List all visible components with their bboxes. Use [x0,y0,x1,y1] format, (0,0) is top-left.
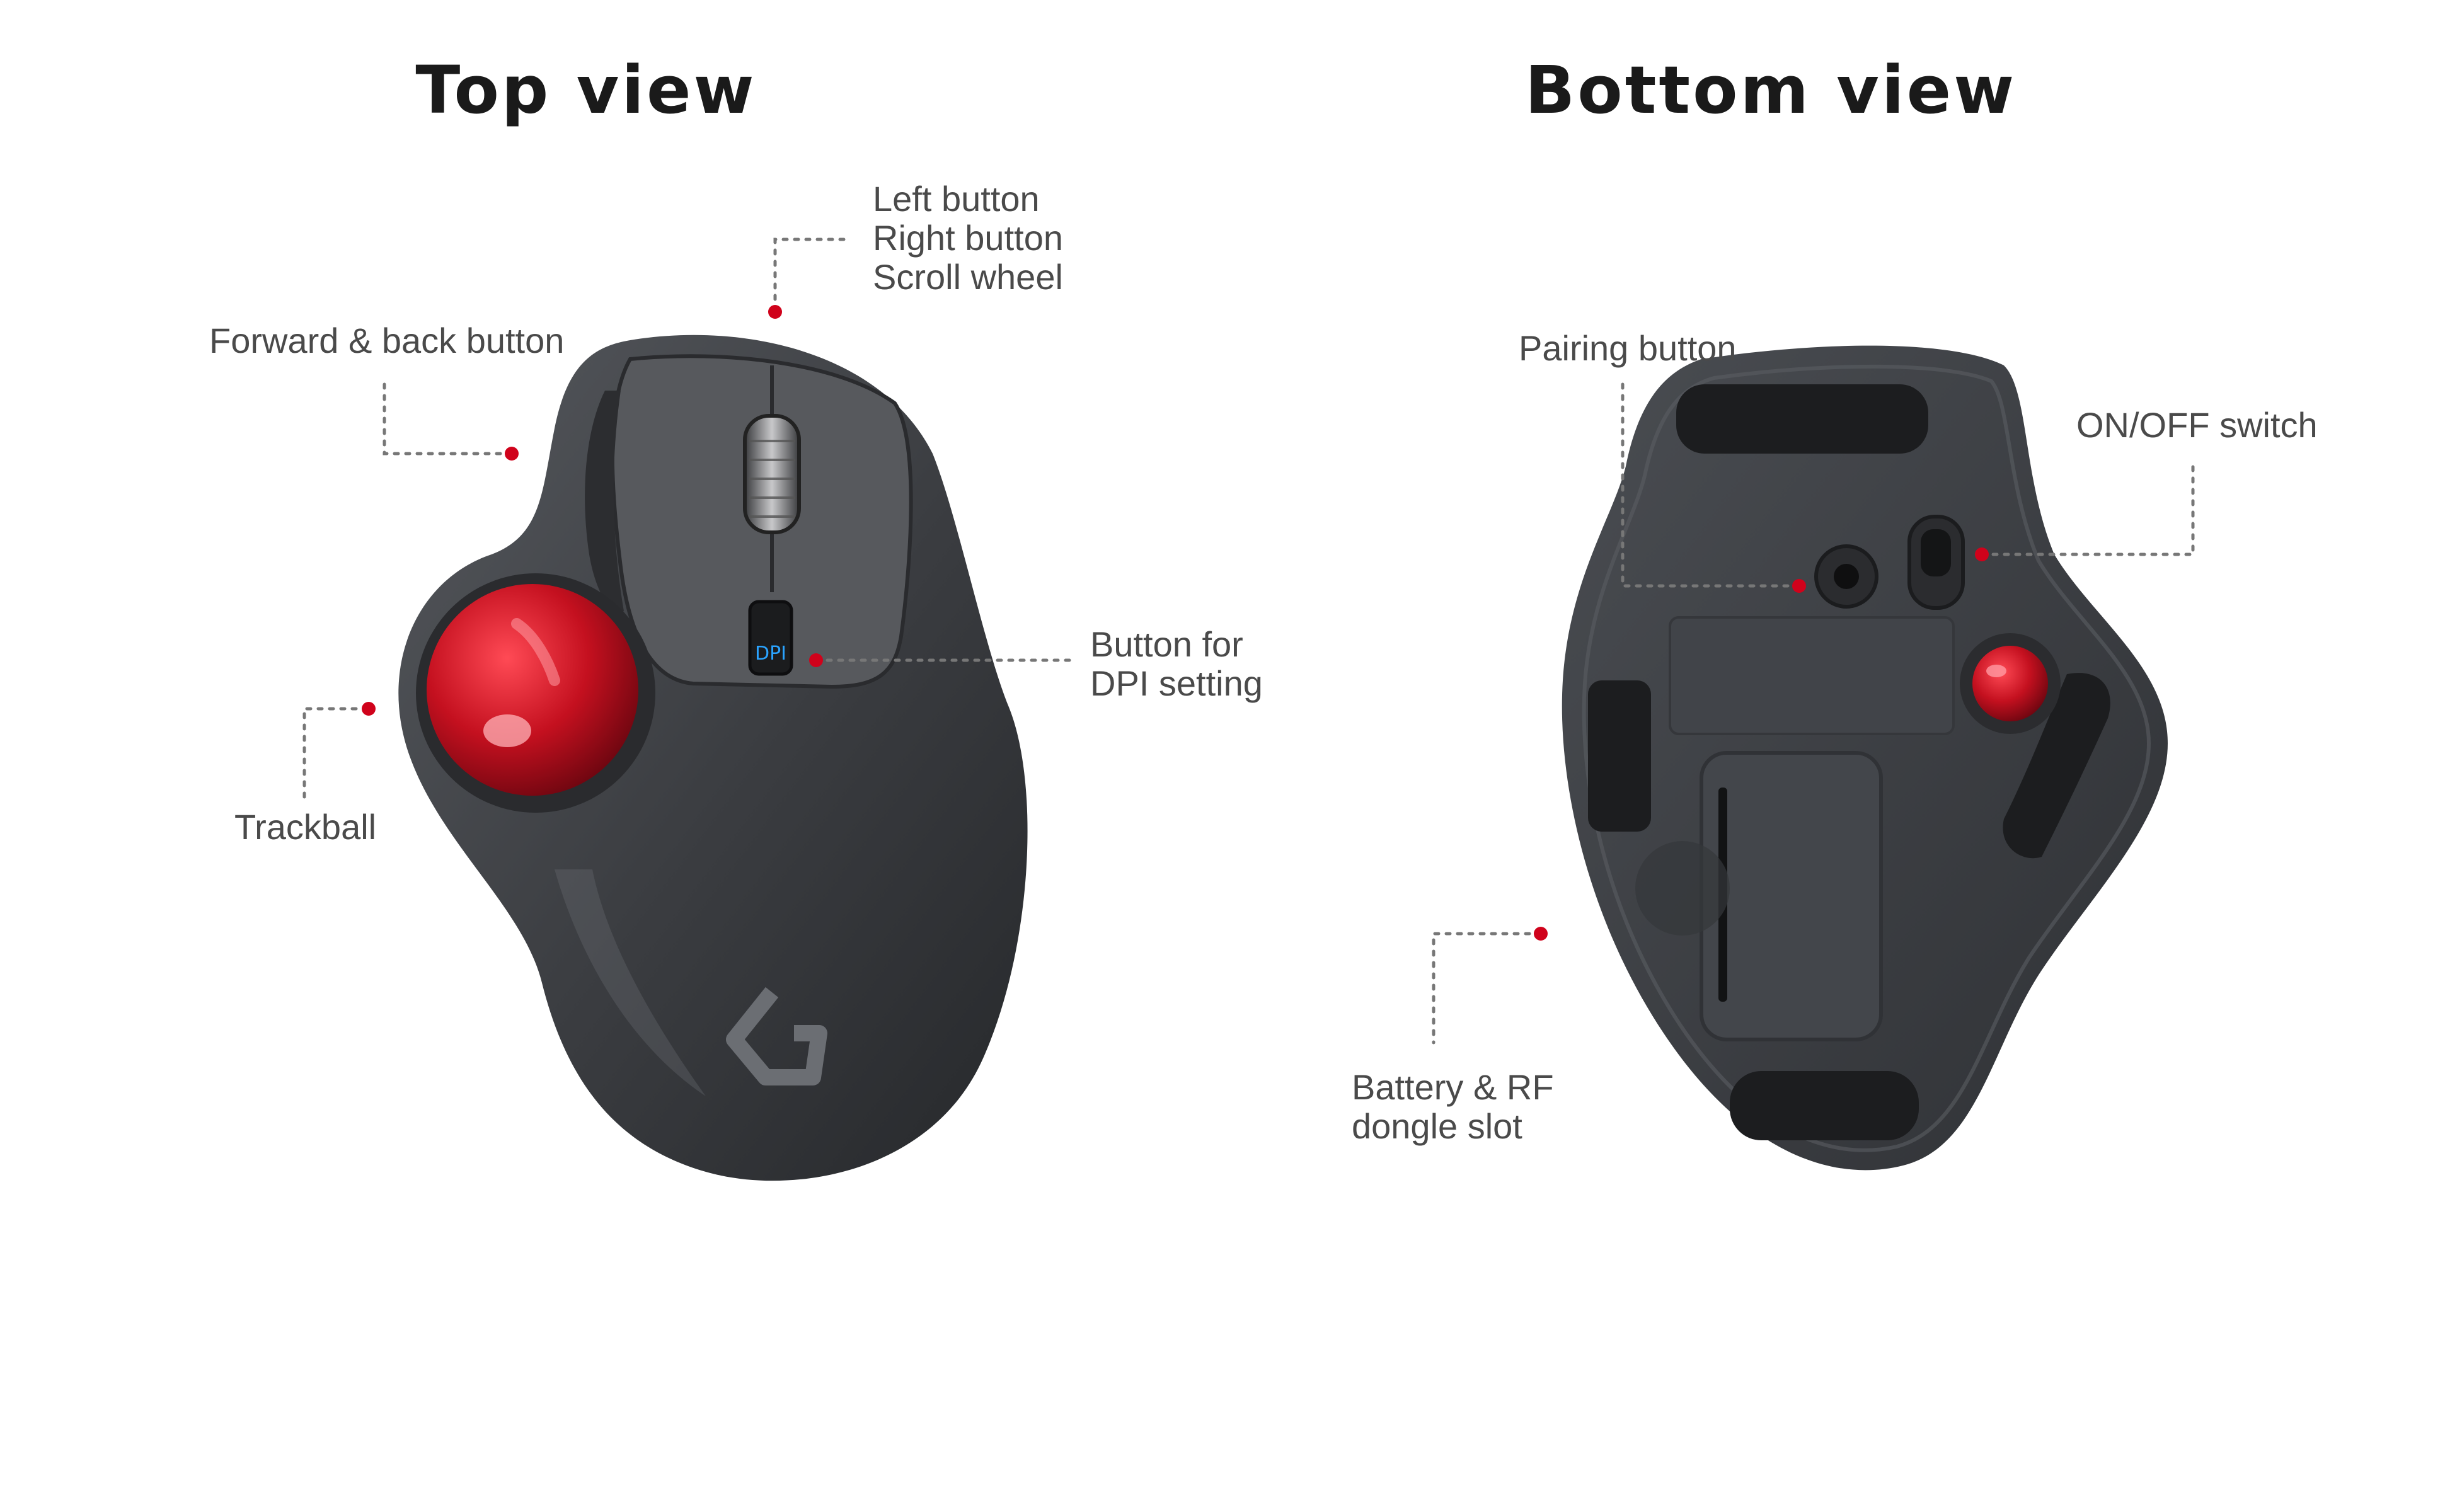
trackball-shine [483,714,531,747]
callout-battery: Battery & RF dongle slot [1352,1068,1554,1146]
top-view-title: Top view [415,52,757,129]
leader-battery [1432,932,1543,1045]
bottom-ball-shadow [1635,841,1730,936]
dot-trackball [362,702,376,716]
side-buttons [585,391,624,612]
scroll-wheel [743,414,801,534]
leader-on-off [1980,458,2195,556]
dot-dpi [809,653,823,667]
trackball [427,584,638,796]
dot-forward-back [505,447,519,461]
leader-lines [302,238,2195,1045]
callout-trackball: Trackball [234,807,377,847]
callout-battery-line-2: dongle slot [1352,1106,1522,1146]
bottom-view-title: Bottom view [1525,52,2017,129]
foot-left [1588,680,1651,832]
callout-right-button: Right button [873,218,1063,258]
pairing-button-core [1834,564,1859,589]
bottom-trackball-shine [1986,665,2006,677]
callout-on-off: ON/OFF switch [2076,405,2318,445]
dpi-key [748,600,793,676]
callout-left-button: Left button [873,179,1040,219]
leader-pairing [1621,376,1801,588]
top-mouse-highlight [555,869,706,1096]
brand-logo-icon [726,987,827,1085]
top-view-mouse: DPI [398,335,1028,1181]
callout-dots [362,305,1989,941]
callout-scroll-wheel: Scroll wheel [873,257,1063,297]
bottom-trackball [1972,646,2048,721]
foot-bottom [1730,1071,1919,1140]
dpi-key-label: DPI [755,643,786,665]
bottom-view-mouse [1562,345,2168,1171]
dot-on-off [1975,547,1989,561]
dot-pairing [1792,579,1806,593]
callout-dpi: Button for DPI setting [1090,625,1263,703]
callout-dpi-line-1: Button for [1090,624,1243,664]
dot-buttons [768,305,782,319]
callout-pairing: Pairing button [1519,328,1737,368]
trackball-reflection [511,618,560,686]
on-off-switch-knob [1921,529,1951,576]
leader-buttons [773,238,849,312]
callout-battery-line-1: Battery & RF [1352,1067,1554,1107]
bottom-plate [1669,616,1955,735]
dot-battery [1534,927,1548,941]
callout-dpi-line-2: DPI setting [1090,663,1263,703]
foot-right [2003,673,2110,859]
bottom-inner-rim [1582,364,2151,1152]
leader-trackball [302,707,369,802]
foot-top [1676,384,1928,454]
callout-buttons: Left button Right button Scroll wheel [873,180,1063,297]
callout-forward-back: Forward & back button [209,321,565,360]
leader-forward-back [383,376,514,455]
